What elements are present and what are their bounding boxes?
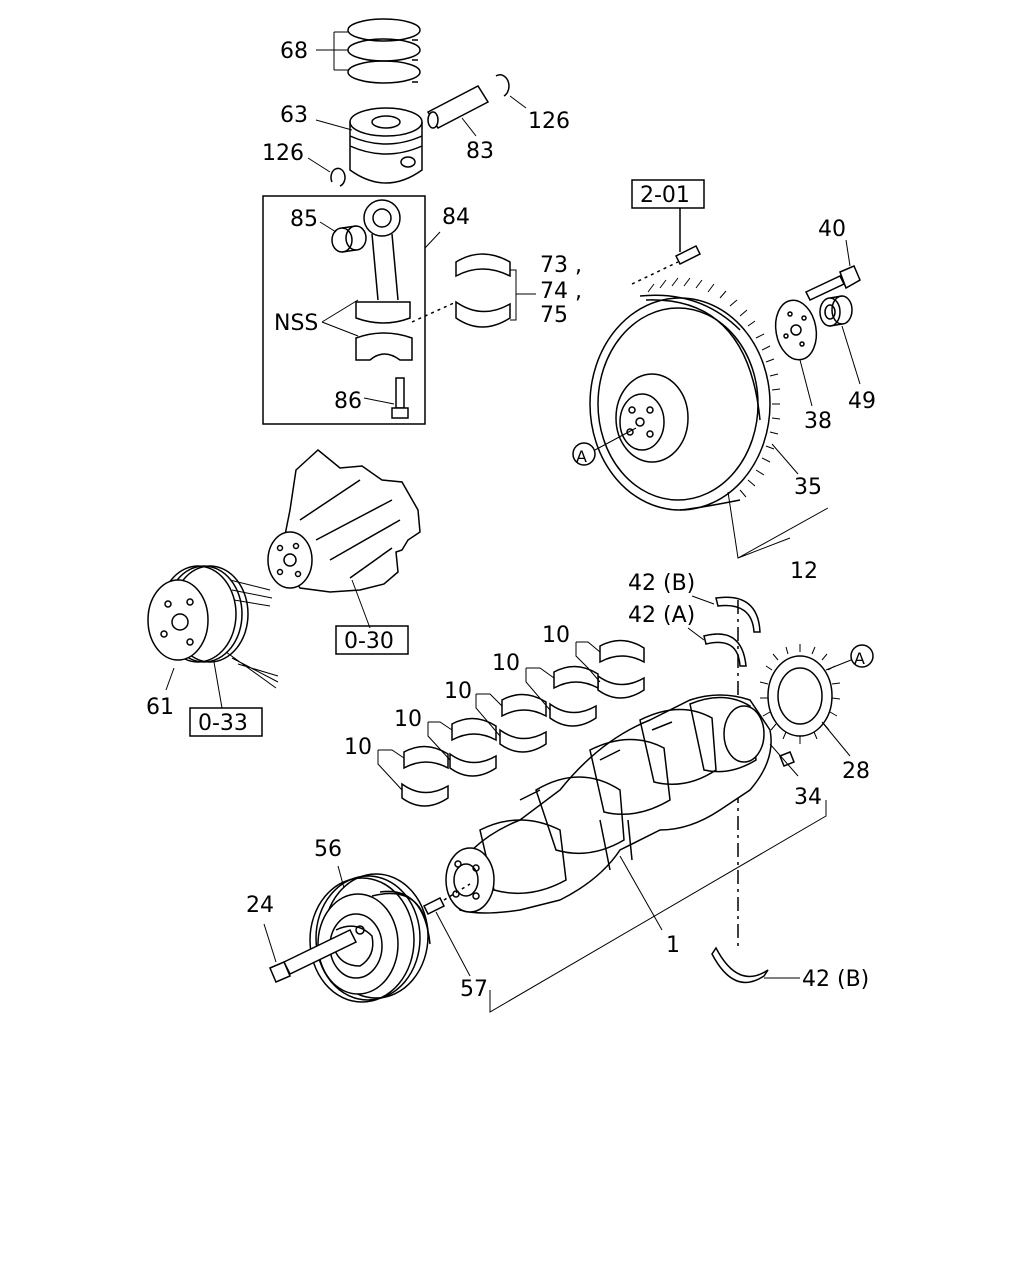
label-28: 28	[842, 759, 870, 784]
label-75: 75	[540, 303, 568, 328]
ref-box-2-01	[631, 179, 705, 209]
thrust-washer-42b-upper	[715, 596, 761, 633]
label-42b-upper: 42 (B)	[628, 571, 695, 596]
label-42b-lower: 42 (B)	[802, 967, 869, 992]
label-24: 24	[246, 893, 274, 918]
water-pump	[267, 449, 421, 593]
piston-pin	[426, 85, 490, 129]
reinforcing-plate	[774, 299, 818, 361]
label-40: 40	[818, 217, 846, 242]
flywheel-bolt	[804, 265, 861, 301]
label-85: 85	[290, 207, 318, 232]
label-56: 56	[314, 837, 342, 862]
label-126-right: 126	[528, 109, 570, 134]
label-83: 83	[466, 139, 494, 164]
label-10-e: 10	[344, 735, 372, 760]
label-35: 35	[794, 475, 822, 500]
label-12: 12	[790, 559, 818, 584]
label-73: 73 ,	[540, 253, 582, 278]
rod-bearing-lower	[455, 300, 511, 328]
ref-circle-a-gear	[850, 644, 874, 668]
ref-0-33: 0-33	[198, 711, 248, 736]
ref-0-30: 0-30	[344, 629, 394, 654]
piston	[349, 107, 423, 184]
pulley-bolt	[269, 929, 358, 983]
label-42a: 42 (A)	[628, 603, 695, 628]
ref-a-gear: A	[854, 649, 865, 668]
label-10-b: 10	[492, 651, 520, 676]
flywheel	[589, 294, 771, 511]
label-63: 63	[280, 103, 308, 128]
connecting-rod-box	[262, 195, 426, 425]
thrust-washer-42a	[703, 633, 747, 667]
label-61: 61	[146, 695, 174, 720]
rod-bearing-upper	[455, 253, 511, 278]
flywheel-ring-gear	[647, 277, 781, 498]
label-nss: NSS	[274, 311, 318, 336]
label-49: 49	[848, 389, 876, 414]
ref-box-0-33	[189, 707, 263, 737]
label-84: 84	[442, 205, 470, 230]
pilot-bearing	[819, 295, 853, 327]
ref-2-01: 2-01	[640, 183, 690, 208]
ref-circle-a-flywheel	[572, 442, 596, 466]
label-10-c: 10	[444, 679, 472, 704]
crankshaft	[445, 694, 772, 914]
main-bearings	[401, 639, 645, 807]
piston-rings	[347, 18, 421, 84]
pulley-pin	[422, 896, 446, 916]
label-10-d: 10	[394, 707, 422, 732]
thrust-washer-42b-lower	[711, 946, 769, 984]
label-10-a: 10	[542, 623, 570, 648]
ref-box-0-30	[335, 625, 409, 655]
rod-bolt	[391, 377, 409, 419]
label-57: 57	[460, 977, 488, 1002]
label-34: 34	[794, 785, 822, 810]
ref-a-flywheel: A	[576, 447, 587, 466]
crank-timing-gear	[759, 644, 841, 744]
label-68: 68	[280, 39, 308, 64]
snap-ring-left	[330, 167, 346, 187]
label-38: 38	[804, 409, 832, 434]
label-126-left: 126	[262, 141, 304, 166]
snap-ring-right	[495, 74, 510, 97]
connecting-rod	[355, 199, 413, 361]
label-1: 1	[666, 933, 680, 958]
label-86: 86	[334, 389, 362, 414]
crank-pulley	[309, 873, 431, 1003]
small-end-bushing	[331, 225, 367, 253]
crank-key	[779, 751, 795, 767]
water-pump-pulley	[147, 565, 279, 689]
dowel-pin	[674, 244, 702, 266]
label-74: 74 ,	[540, 279, 582, 304]
